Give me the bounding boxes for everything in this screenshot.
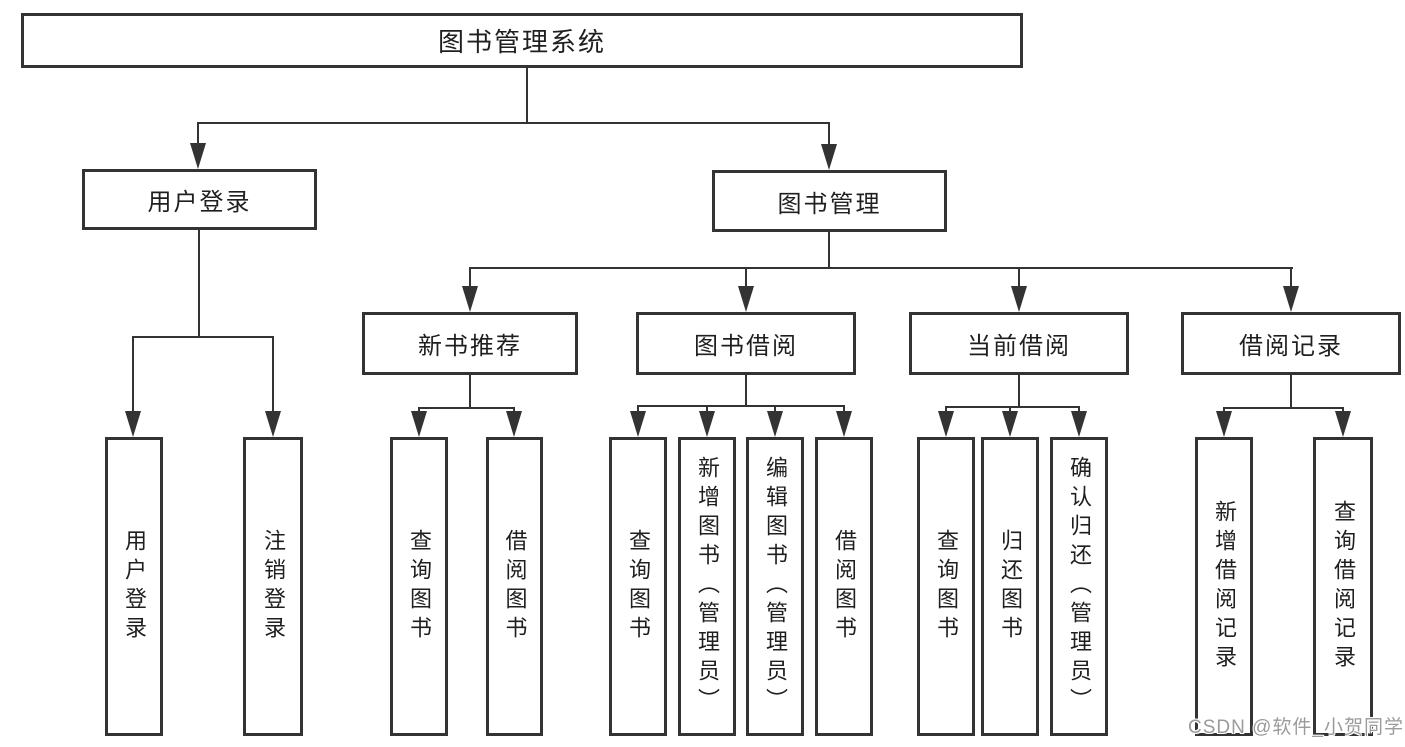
connector-line	[1018, 267, 1020, 287]
arrow-down-icon	[767, 411, 783, 437]
leaf-edit-books-admin: 编辑图书（管理员）	[746, 437, 804, 736]
leaf-logout: 注销登录	[243, 437, 303, 736]
arrow-down-icon	[836, 411, 852, 437]
connector-line	[469, 267, 1293, 269]
connector-line	[1009, 406, 1011, 414]
node-label: 图书管理系统	[437, 27, 606, 57]
csdn-watermark: CSDN @软件_小贺同学	[1188, 717, 1404, 738]
connector-line	[197, 122, 199, 146]
node-label: 图书管理	[777, 190, 882, 218]
arrow-down-icon	[1011, 286, 1027, 312]
arrow-down-icon	[506, 411, 522, 437]
node-label: 当前借阅	[967, 333, 1071, 360]
connector-line	[469, 267, 471, 287]
leaf-label: 查询图书	[407, 528, 432, 645]
leaf-borrow-books: 借阅图书	[815, 437, 873, 736]
leaf-label: 查询图书	[626, 528, 651, 645]
connector-line	[1078, 406, 1080, 414]
connector-line	[637, 405, 845, 407]
connector-line	[828, 232, 830, 268]
leaf-query-books-borrow: 查询图书	[609, 437, 667, 736]
leaf-query-borrow-record: 查询借阅记录	[1313, 437, 1373, 736]
node-current-borrowing: 当前借阅	[909, 312, 1129, 375]
connector-line	[132, 336, 134, 412]
arrow-down-icon	[1216, 411, 1232, 437]
leaf-query-books-current: 查询图书	[917, 437, 975, 736]
connector-line	[197, 122, 830, 124]
leaf-label: 查询借阅记录	[1331, 499, 1356, 674]
leaf-confirm-return-admin: 确认归还（管理员）	[1050, 437, 1108, 736]
connector-line	[945, 406, 947, 414]
connector-line	[1290, 375, 1292, 409]
arrow-down-icon	[738, 286, 754, 312]
connector-line	[1018, 375, 1020, 408]
leaf-label: 注销登录	[261, 528, 286, 645]
node-user-login: 用户登录	[82, 169, 317, 230]
connector-line	[526, 68, 528, 123]
leaf-label: 借阅图书	[832, 528, 857, 645]
node-borrowing-records: 借阅记录	[1181, 312, 1401, 375]
node-library-management-system: 图书管理系统	[21, 13, 1023, 68]
leaf-label: 借阅图书	[502, 528, 528, 645]
connector-line	[706, 405, 708, 413]
arrow-down-icon	[1283, 286, 1299, 312]
leaf-label: 确认归还（管理员）	[1067, 456, 1092, 717]
connector-line	[272, 336, 274, 412]
connector-line	[774, 405, 776, 413]
arrow-down-icon	[821, 144, 837, 170]
node-label: 用户登录	[147, 189, 252, 216]
connector-line	[418, 407, 515, 409]
leaf-borrow-books-recommend: 借阅图书	[486, 437, 543, 736]
arrow-down-icon	[938, 411, 954, 437]
arrow-down-icon	[699, 411, 715, 437]
arrow-down-icon	[1002, 411, 1018, 437]
arrow-down-icon	[462, 286, 478, 312]
leaf-label: 新增图书（管理员）	[695, 456, 720, 717]
connector-line	[1223, 407, 1344, 409]
leaf-return-books: 归还图书	[981, 437, 1039, 736]
connector-line	[1290, 267, 1292, 287]
arrow-down-icon	[1335, 411, 1351, 437]
leaf-add-books-admin: 新增图书（管理员）	[678, 437, 736, 736]
leaf-label: 归还图书	[998, 528, 1023, 645]
connector-line	[843, 405, 845, 413]
leaf-add-borrow-record: 新增借阅记录	[1195, 437, 1253, 736]
node-book-management: 图书管理	[712, 170, 947, 232]
connector-line	[745, 267, 747, 287]
connector-line	[828, 122, 830, 146]
node-new-book-recommend: 新书推荐	[362, 312, 578, 375]
leaf-label: 查询图书	[934, 528, 959, 645]
arrow-down-icon	[630, 411, 646, 437]
connector-line	[637, 405, 639, 413]
leaf-label: 编辑图书（管理员）	[763, 456, 788, 717]
arrow-down-icon	[190, 143, 206, 169]
leaf-query-books-recommend: 查询图书	[390, 437, 448, 736]
leaf-user-login: 用户登录	[105, 437, 163, 736]
node-label: 借阅记录	[1239, 333, 1343, 360]
node-label: 图书借阅	[694, 333, 798, 360]
connector-line	[469, 375, 471, 409]
leaf-label: 用户登录	[122, 528, 147, 645]
connector-line	[945, 406, 1080, 408]
node-book-borrowing: 图书借阅	[636, 312, 856, 375]
node-label: 新书推荐	[418, 333, 522, 360]
arrow-down-icon	[411, 411, 427, 437]
connector-line	[745, 375, 747, 407]
connector-line	[132, 336, 274, 338]
arrow-down-icon	[1071, 411, 1087, 437]
arrow-down-icon	[265, 411, 281, 437]
connector-line	[198, 230, 200, 337]
arrow-down-icon	[125, 411, 141, 437]
leaf-label: 新增借阅记录	[1212, 499, 1237, 674]
